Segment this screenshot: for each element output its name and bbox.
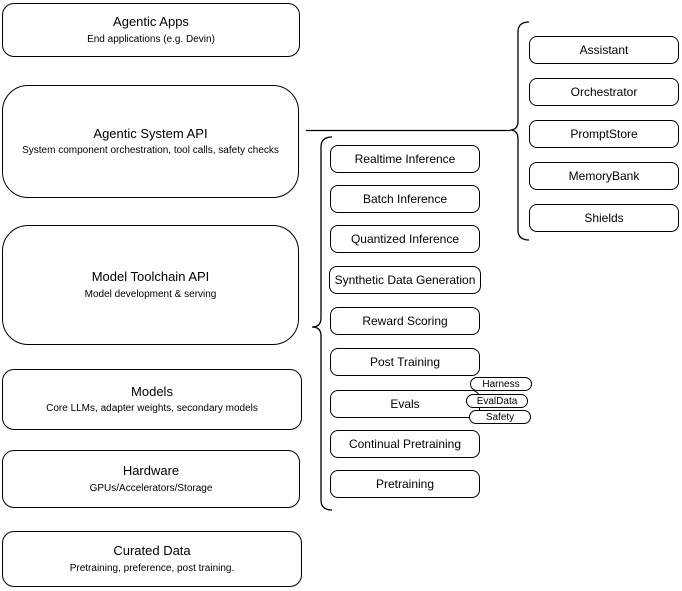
- tag-evaldata: EvalData: [466, 394, 528, 408]
- tag-safety: Safety: [469, 410, 531, 424]
- node-batch-inference: Batch Inference: [330, 185, 480, 213]
- node-subtitle: GPUs/Accelerators/Storage: [89, 482, 213, 494]
- node-title: Agentic Apps: [113, 14, 189, 30]
- node-post-training: Post Training: [330, 348, 480, 376]
- node-model-toolchain-api: Model Toolchain API Model development & …: [2, 225, 299, 345]
- node-title: Agentic System API: [93, 125, 208, 141]
- node-memorybank: MemoryBank: [529, 162, 679, 190]
- toolchain-components-brace: [311, 136, 333, 511]
- node-models: Models Core LLMs, adapter weights, secon…: [2, 369, 302, 430]
- node-evals: Evals: [330, 390, 480, 418]
- node-subtitle: Pretraining, preference, post training.: [69, 562, 235, 574]
- node-reward-scoring: Reward Scoring: [330, 307, 480, 335]
- node-subtitle: Core LLMs, adapter weights, secondary mo…: [46, 403, 258, 415]
- node-curated-data: Curated Data Pretraining, preference, po…: [2, 531, 302, 587]
- node-pretraining: Pretraining: [330, 470, 480, 498]
- node-title: Curated Data: [113, 543, 191, 559]
- node-quantized-inference: Quantized Inference: [330, 225, 480, 253]
- node-subtitle: Model development & serving: [84, 288, 217, 300]
- node-shields: Shields: [529, 204, 679, 232]
- node-title: Hardware: [122, 463, 180, 479]
- node-realtime-inference: Realtime Inference: [330, 145, 480, 173]
- node-orchestrator: Orchestrator: [529, 78, 679, 106]
- node-agentic-apps: Agentic Apps End applications (e.g. Devi…: [2, 3, 300, 57]
- tag-harness: Harness: [470, 377, 532, 391]
- node-subtitle: System component orchestration, tool cal…: [22, 145, 279, 157]
- node-subtitle: End applications (e.g. Devin): [87, 33, 215, 45]
- node-agentic-system-api: Agentic System API System component orch…: [2, 85, 299, 198]
- node-promptstore: PromptStore: [529, 120, 679, 148]
- node-title: Models: [131, 383, 173, 399]
- node-title: Model Toolchain API: [91, 269, 210, 285]
- node-synthetic-data-generation: Synthetic Data Generation: [329, 266, 481, 294]
- node-continual-pretraining: Continual Pretraining: [330, 430, 480, 458]
- node-assistant: Assistant: [529, 36, 679, 64]
- node-hardware: Hardware GPUs/Accelerators/Storage: [2, 450, 300, 508]
- system-components-brace: [509, 21, 530, 241]
